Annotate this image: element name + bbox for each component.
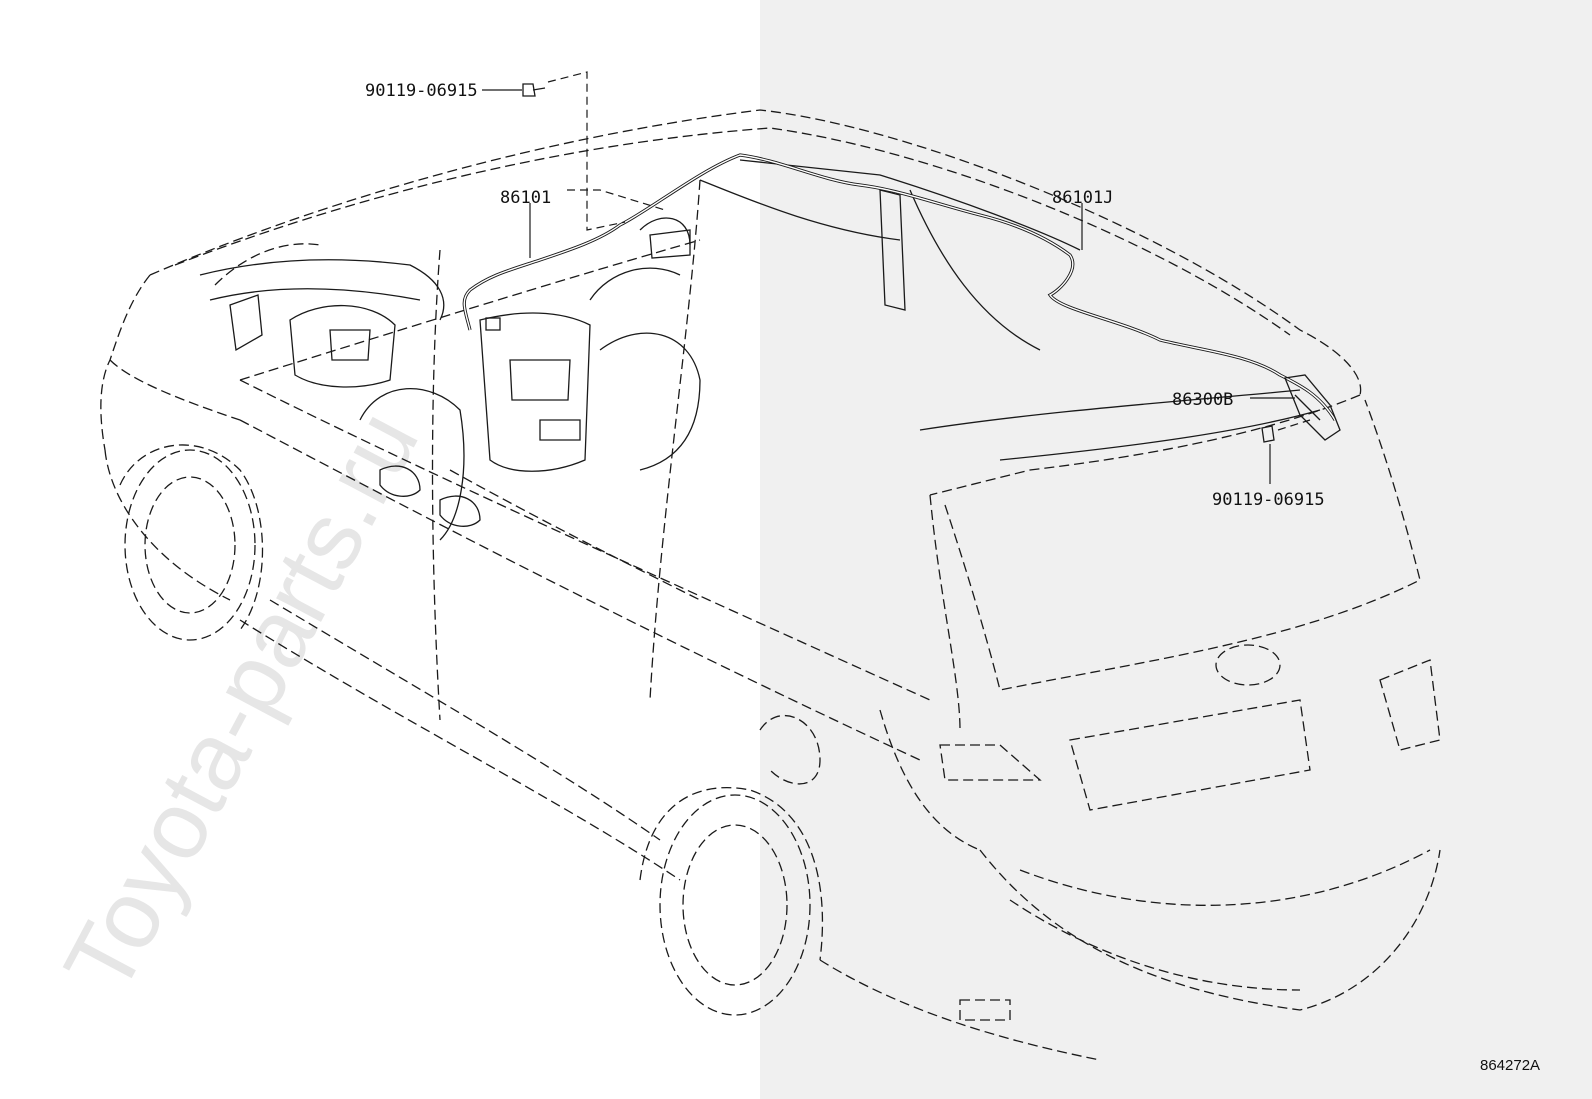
shaded-panel — [760, 0, 1592, 1099]
callout-antenna-cord-rear: 86101J — [1052, 188, 1113, 208]
leader-lines — [482, 71, 1311, 484]
callout-bolt-rear: 90119-06915 — [1212, 490, 1325, 510]
vehicle-body — [100, 109, 1441, 1061]
vehicle-interior — [199, 159, 1321, 541]
antenna-cord — [462, 153, 1341, 441]
callout-antenna-cord-front: 86101 — [500, 188, 551, 208]
callout-antenna-amplifier: 86300B — [1172, 390, 1233, 410]
callout-bolt-front: 90119-06915 — [365, 81, 478, 101]
diagram-code: 864272A — [1480, 1057, 1540, 1074]
watermark: Toyota-parts.ru — [44, 394, 439, 1010]
